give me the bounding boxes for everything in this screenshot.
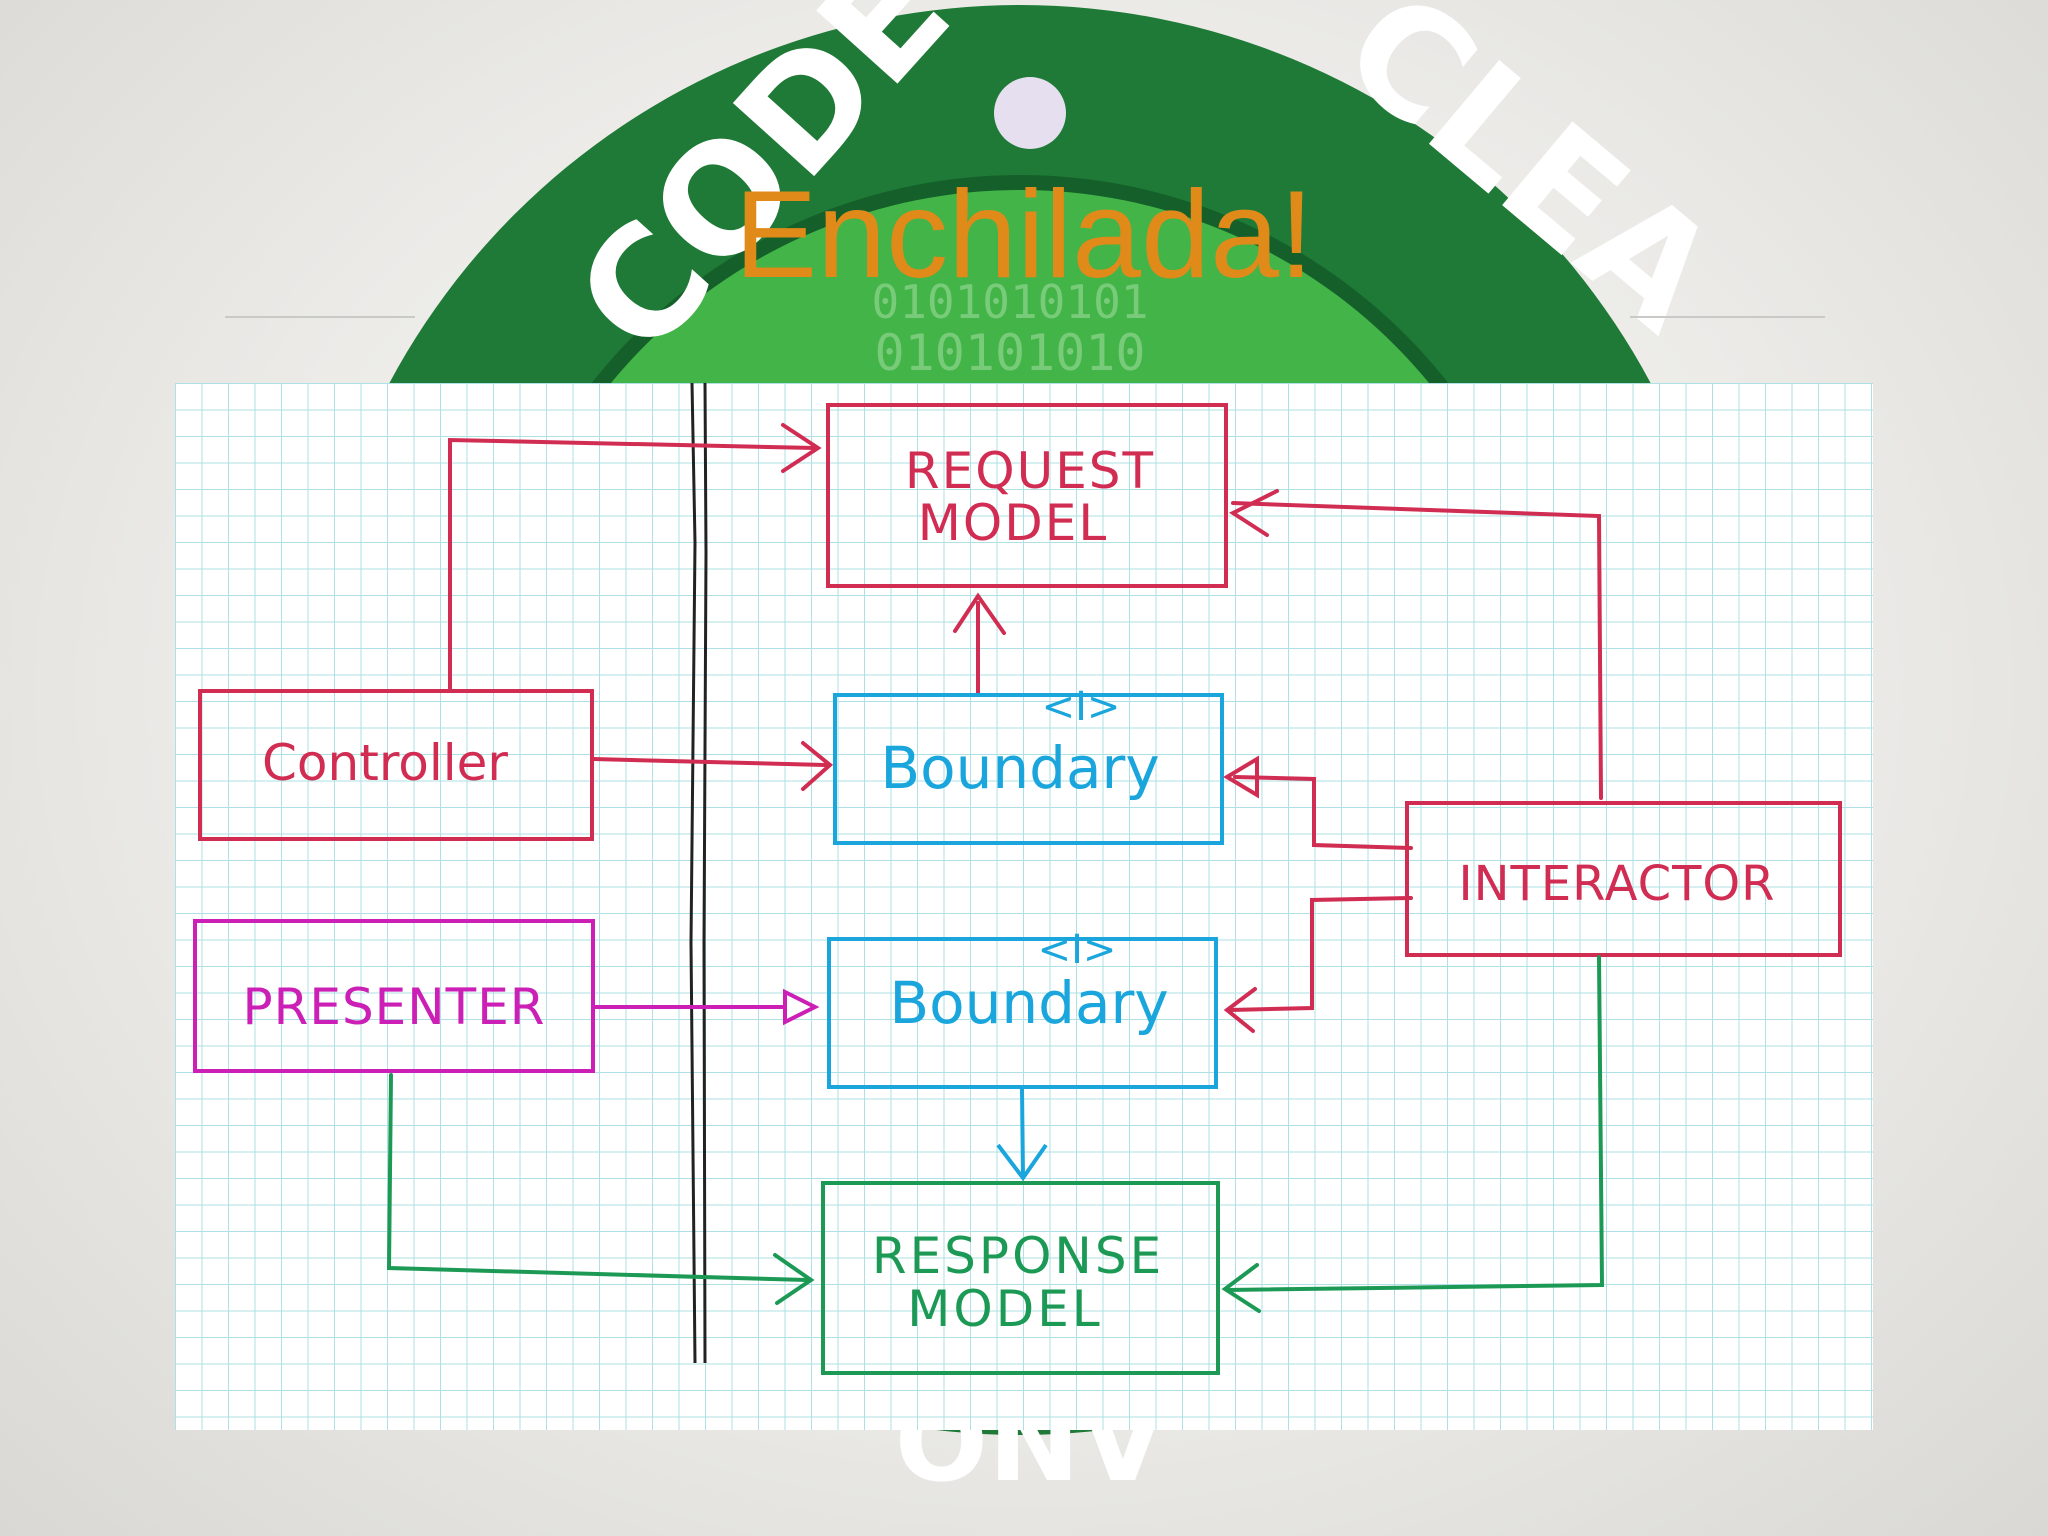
presenter-label: PRESENTER [242,978,545,1036]
arrowhead-request-model-right [1228,489,1279,537]
arrowhead-request-model-bottom [953,592,1006,635]
input-boundary-stereotype: <I> [1042,684,1121,730]
arrowhead-response-model-left [773,1253,815,1305]
badge-dot-icon [994,77,1066,149]
response-model-label-line-2: MODEL [907,1280,1102,1338]
controller-box [198,689,594,841]
slide-title: Enchilada! [734,166,1314,304]
input-boundary-box [833,693,1224,845]
hollow-arrowhead-input-boundary [1223,755,1259,799]
controller-label: Controller [262,734,508,792]
arrowhead-input-boundary [801,741,834,791]
interactor-to-response-model-line [1225,955,1605,1292]
response-model-group [386,955,1605,1375]
output-boundary-to-response-model-line [1020,1088,1025,1179]
input-boundary-label: Boundary [880,734,1159,802]
interactor-box [1405,801,1842,957]
badge-binary-line-1: 0101010101 [872,275,1149,329]
interactor-label: INTERACTOR [1458,856,1775,912]
grid-lines [175,383,1873,1430]
controller-to-boundary-line [591,757,827,767]
architecture-boundary-line [689,383,708,1364]
output-boundary-stereotype: <I> [1038,927,1117,973]
input-boundary-group [833,693,1224,845]
controller-to-request-model-line [448,437,817,690]
request-model-label-line-2: MODEL [918,494,1108,552]
title-rule-left [225,316,415,318]
output-boundary-group [827,937,1218,1182]
request-model-group [448,403,1603,800]
presenter-group [193,919,820,1073]
arrowhead-output-boundary-right [1223,987,1257,1033]
clean-architecture-diagram: REQUEST MODEL Controller <I> Boundary IN… [175,383,1873,1430]
interactor-to-request-model-line [1231,501,1603,800]
output-boundary-box [827,937,1218,1089]
arrowhead-response-model-right [1221,1263,1261,1313]
interactor-group [1223,755,1842,1033]
controller-group [198,689,834,841]
arrowhead-request-model-left [781,423,822,473]
hollow-arrowhead-output-boundary [783,988,820,1026]
interactor-implements-input-boundary-line [1233,775,1413,850]
request-model-box [826,403,1228,588]
interactor-uses-output-boundary-line [1228,896,1413,1012]
response-model-box [821,1181,1220,1375]
presenter-to-response-model-line [386,1073,809,1282]
arrowhead-response-model-top [996,1143,1048,1182]
request-model-label-line-1: REQUEST [905,442,1155,500]
response-model-label-line-1: RESPONSE [872,1227,1164,1285]
presenter-box [193,919,595,1073]
title-rule-right [1630,316,1825,318]
badge-binary-line-2: 010101010 [875,324,1146,382]
output-boundary-label: Boundary [889,969,1168,1037]
